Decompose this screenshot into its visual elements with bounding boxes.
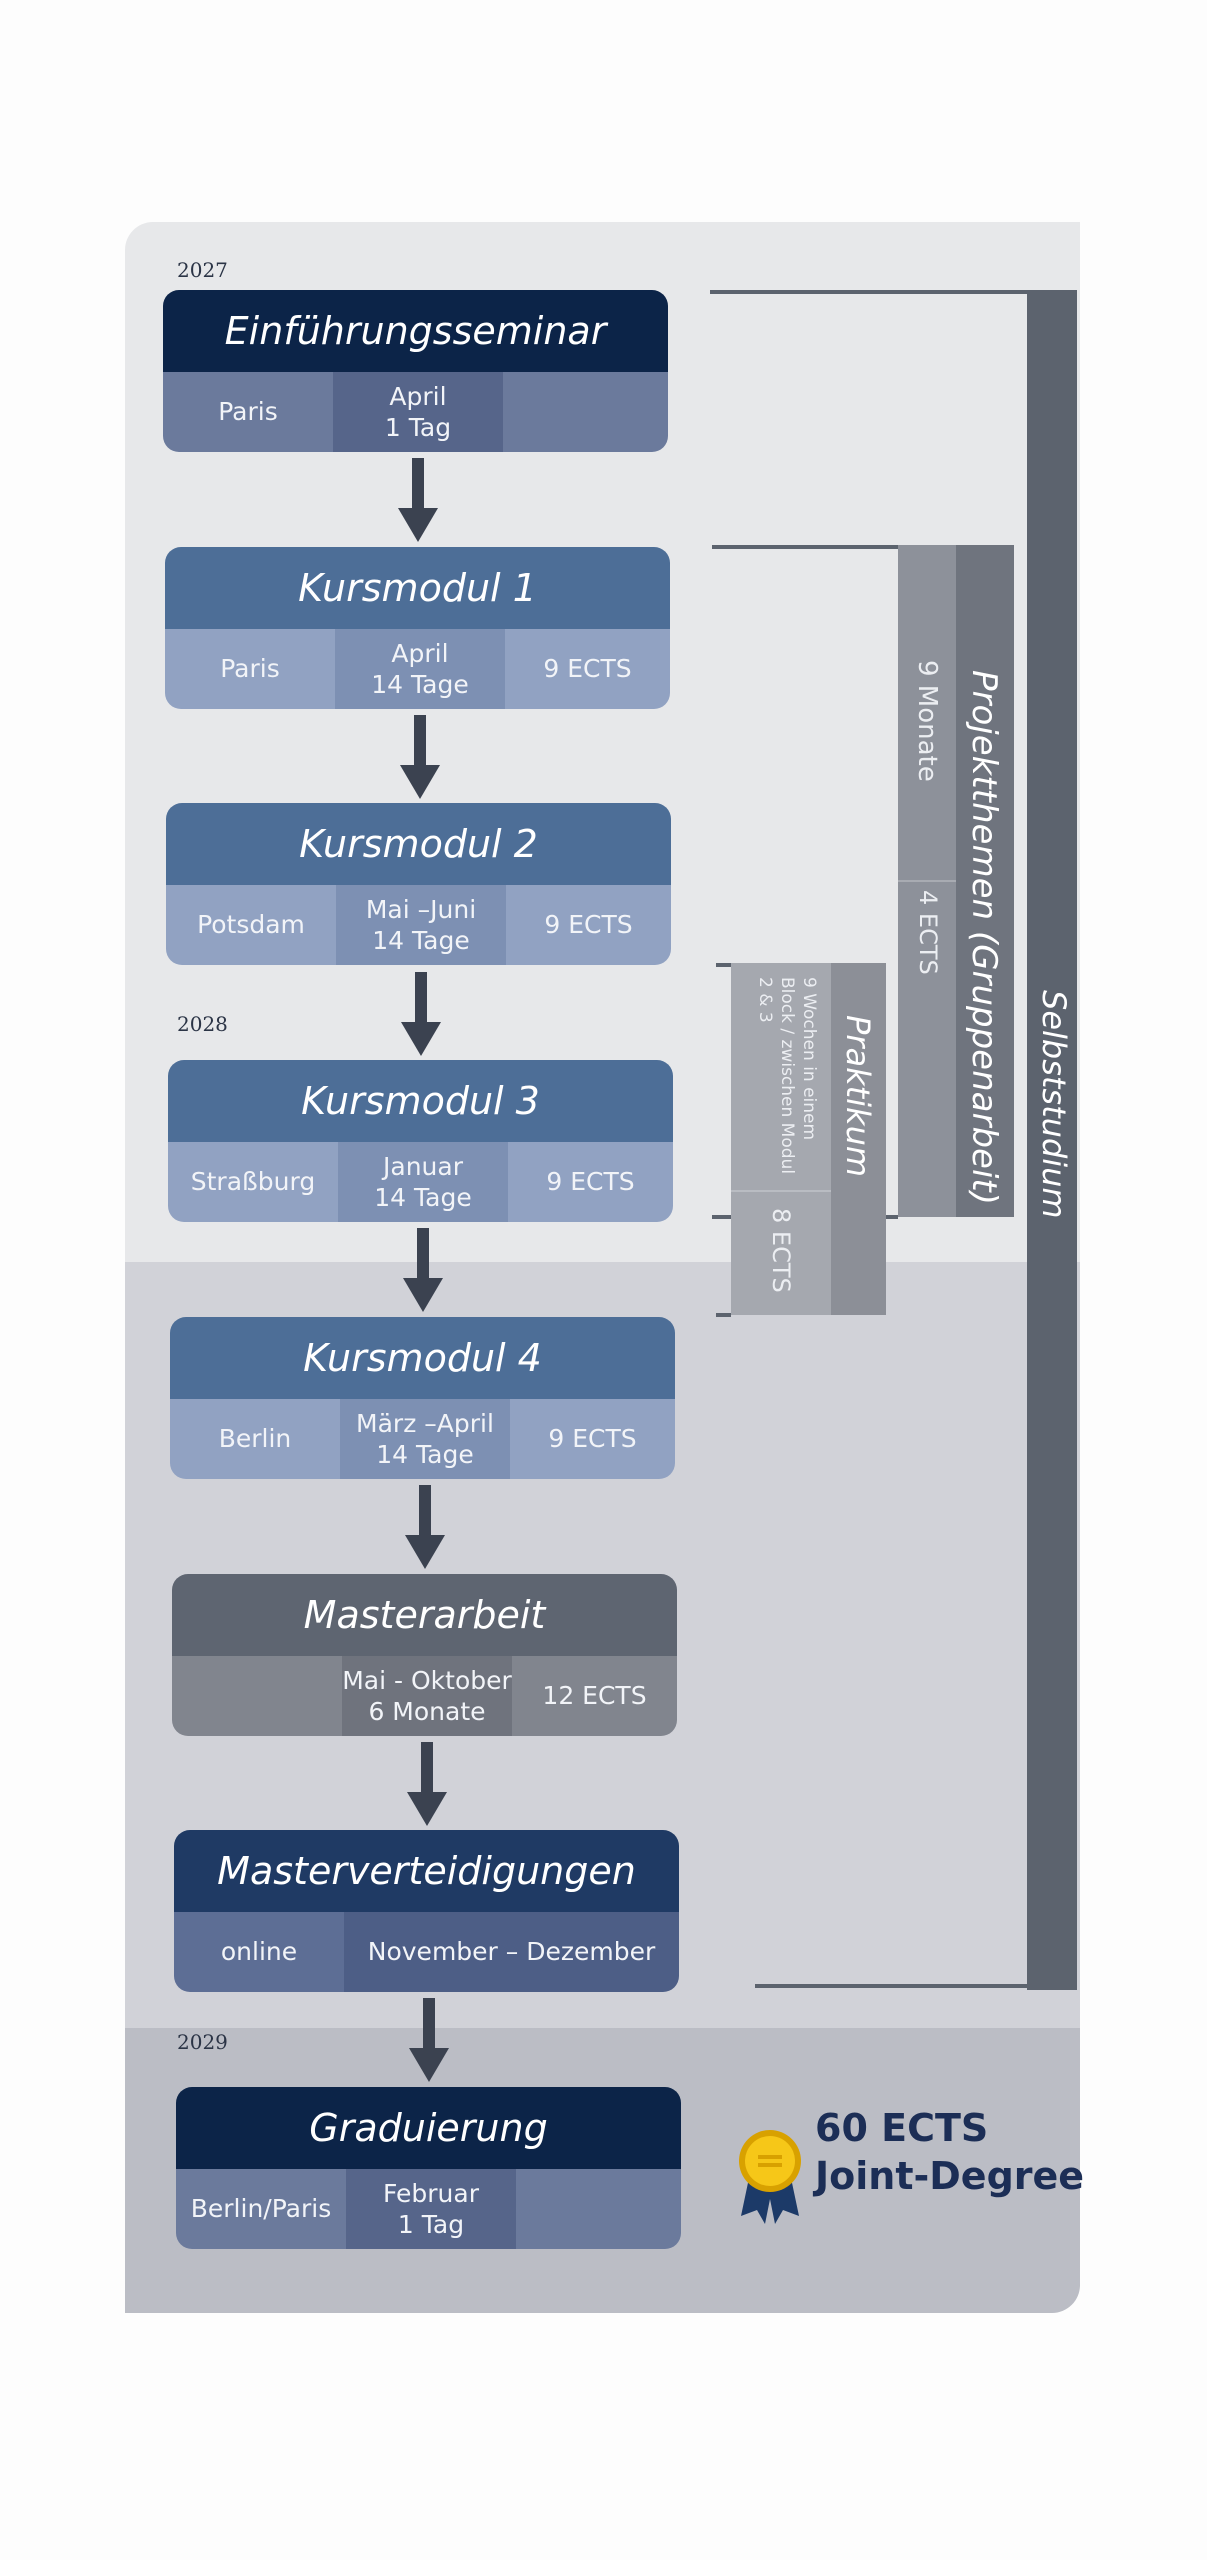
degree-ects: 60 ECTS [815,2106,989,2150]
praktikum-info-column: 9 Wochen in einem Block / zwischen Modul… [731,963,831,1315]
module-place: Potsdam [166,885,336,965]
module-graduierung: Graduierung Berlin/Paris Februar 1 Tag [176,2087,681,2249]
module-ects: 9 ECTS [510,1399,675,1479]
flow-arrow [401,972,441,1056]
praktikum-ects: 8 ECTS [767,1208,795,1293]
module-masterarbeit: Masterarbeit Mai - Oktober 6 Monate 12 E… [172,1574,677,1736]
module-kursmodul-4: Kursmodul 4 Berlin März –April 14 Tage 9… [170,1317,675,1479]
module-masterverteidigungen: Masterverteidigungen online November – D… [174,1830,679,1992]
module-title: Einführungsseminar [163,290,668,372]
module-time: April 14 Tage [335,629,505,709]
module-kursmodul-2: Kursmodul 2 Potsdam Mai –Juni 14 Tage 9 … [166,803,671,965]
flow-arrow [398,458,438,542]
module-ects: 9 ECTS [505,629,670,709]
flow-arrow [405,1485,445,1569]
selbststudium-label: Selbststudium [1035,990,1073,1219]
projekt-title: Projektthemen (Gruppenarbeit) [964,670,1004,1205]
bracket-line-projekt-top [712,545,898,549]
projekt-ects: 4 ECTS [914,890,942,975]
degree-label: 60 ECTS Joint-Degree [815,2105,1084,2200]
module-title: Kursmodul 3 [168,1060,673,1142]
module-ects [516,2169,681,2249]
module-time: März –April 14 Tage [340,1399,510,1479]
year-label-2028: 2028 [177,1012,228,1036]
year-label-2029: 2029 [177,2030,228,2054]
module-title: Kursmodul 2 [166,803,671,885]
module-place: online [174,1912,344,1992]
module-time: Mai –Juni 14 Tage [336,885,506,965]
module-title: Masterarbeit [172,1574,677,1656]
year-label-2027: 2027 [177,258,228,282]
module-place: Paris [165,629,335,709]
flow-arrow [403,1228,443,1312]
module-ects: 9 ECTS [506,885,671,965]
selbststudium-bar: Selbststudium [1027,290,1077,1990]
praktikum-bar: Praktikum [831,963,886,1315]
praktikum-title: Praktikum [839,1015,877,1178]
module-time: November – Dezember [344,1912,679,1992]
bracket-line-selbststudium-top [710,290,1030,294]
flow-arrow [409,1998,449,2082]
module-kursmodul-1: Kursmodul 1 Paris April 14 Tage 9 ECTS [165,547,670,709]
projekt-duration: 9 Monate [912,660,942,782]
bracket-line-praktikum-bottom [716,1313,731,1317]
module-kursmodul-3: Kursmodul 3 Straßburg Januar 14 Tage 9 E… [168,1060,673,1222]
module-title: Graduierung [176,2087,681,2169]
divider [898,880,956,882]
degree-type: Joint-Degree [815,2153,1085,2198]
projektthemen-bar: Projektthemen (Gruppenarbeit) [956,545,1014,1217]
module-einfuehrungsseminar: Einführungsseminar Paris April 1 Tag [163,290,668,452]
module-place [172,1656,342,1736]
bracket-line-selbststudium-bottom [755,1984,1030,1988]
projektthemen-info-column: 9 Monate 4 ECTS [898,545,956,1217]
module-time: Mai - Oktober 6 Monate [342,1656,512,1736]
module-ects: 12 ECTS [512,1656,677,1736]
medal-icon [735,2128,805,2228]
module-place: Berlin [170,1399,340,1479]
module-time: April 1 Tag [333,372,503,452]
module-time: Februar 1 Tag [346,2169,516,2249]
bracket-line-praktikum-top [716,963,731,967]
module-place: Paris [163,372,333,452]
module-title: Kursmodul 4 [170,1317,675,1399]
module-place: Straßburg [168,1142,338,1222]
module-title: Masterverteidigungen [174,1830,679,1912]
flow-arrow [407,1742,447,1826]
module-ects [503,372,668,452]
module-ects: 9 ECTS [508,1142,673,1222]
flow-arrow [400,715,440,799]
module-time: Januar 14 Tage [338,1142,508,1222]
module-place: Berlin/Paris [176,2169,346,2249]
praktikum-description: 9 Wochen in einem Block / zwischen Modul… [754,977,819,1175]
divider [731,1190,831,1192]
module-title: Kursmodul 1 [165,547,670,629]
